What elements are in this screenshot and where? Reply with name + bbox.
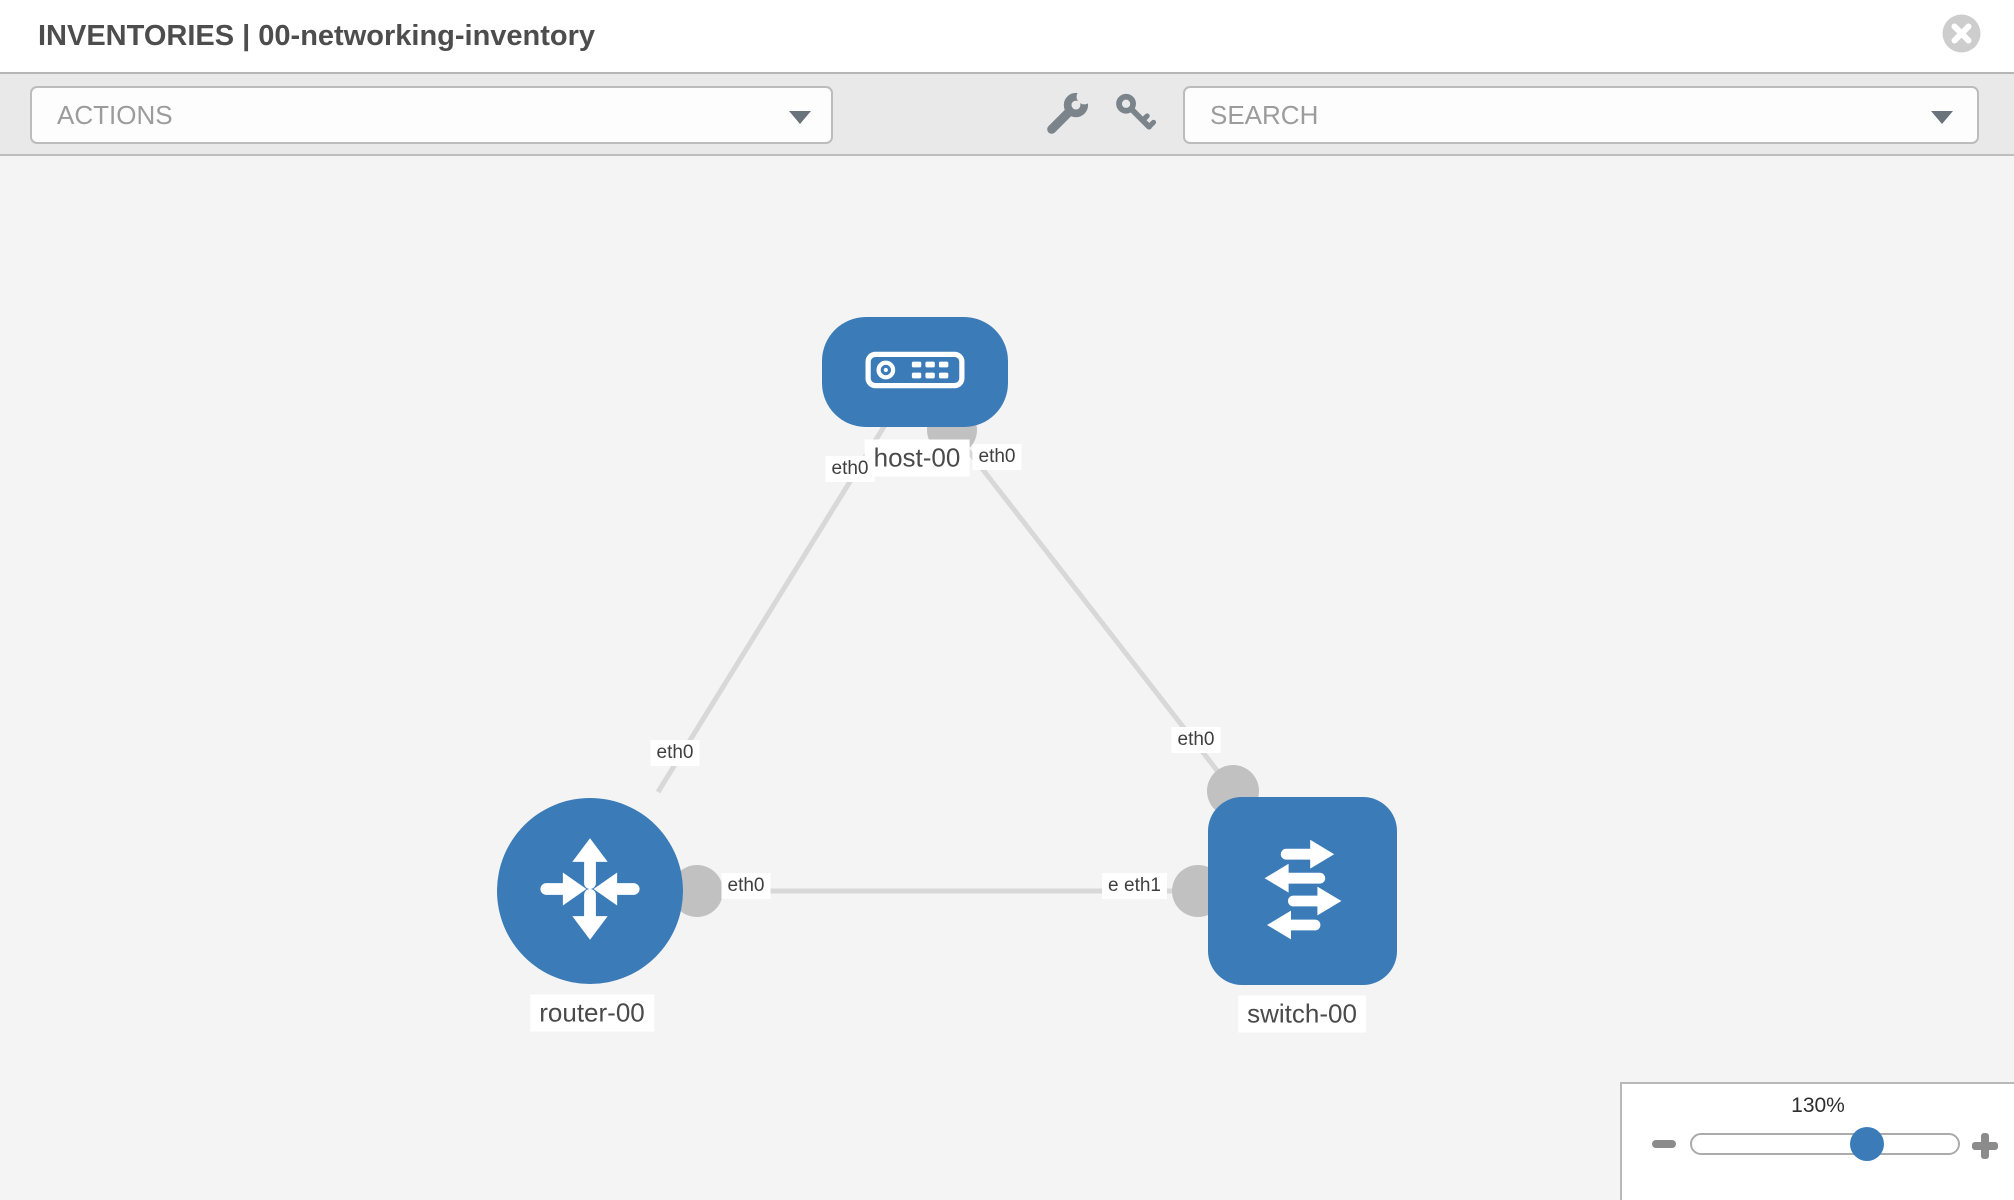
toolbar: ACTIONS SEARCH	[0, 72, 2014, 156]
actions-dropdown[interactable]: ACTIONS	[30, 86, 833, 144]
zoom-slider-track[interactable]	[1690, 1127, 1960, 1161]
node-label-switch-00: switch-00	[1238, 995, 1366, 1033]
zoom-out-button[interactable]	[1652, 1140, 1676, 1148]
switch-icon	[1243, 829, 1363, 954]
interface-label: eth0	[650, 740, 700, 766]
close-button[interactable]	[1942, 14, 1981, 53]
node-router-00[interactable]	[497, 798, 683, 984]
node-label-host-00: host-00	[864, 439, 970, 477]
node-label-router-00: router-00	[530, 994, 654, 1032]
page-title: INVENTORIES | 00-networking-inventory	[38, 20, 596, 52]
interface-label: eth0	[825, 456, 875, 482]
interface-label: eth0	[1171, 727, 1221, 753]
chevron-down-icon	[789, 111, 811, 124]
interface-label: eth1	[1118, 873, 1167, 899]
page-header: INVENTORIES | 00-networking-inventory	[0, 0, 2014, 72]
close-icon	[1942, 14, 1981, 57]
interface-label: eth0	[721, 873, 771, 899]
zoom-level-value: 130%	[1791, 1094, 1845, 1117]
zoom-slider-thumb[interactable]	[1850, 1127, 1884, 1161]
node-switch-00[interactable]	[1208, 797, 1397, 985]
link-router-host	[655, 423, 888, 794]
search-dropdown-label: SEARCH	[1210, 100, 1319, 130]
configure-button[interactable]	[1044, 89, 1092, 137]
host-icon	[865, 351, 965, 394]
actions-dropdown-label: ACTIONS	[57, 100, 173, 130]
zoom-control-panel: 130%	[1620, 1082, 2014, 1200]
chevron-down-icon	[1931, 111, 1953, 124]
plus-icon	[1981, 1133, 1989, 1159]
key-icon	[1112, 93, 1158, 141]
search-dropdown[interactable]: SEARCH	[1183, 86, 1979, 144]
wrench-icon	[1044, 89, 1092, 141]
links-layer	[655, 405, 1259, 917]
router-icon	[531, 830, 649, 953]
interface-connector-dot	[671, 865, 723, 917]
zoom-in-button[interactable]	[1970, 1131, 2000, 1161]
credentials-button[interactable]	[1112, 91, 1158, 137]
node-host-00[interactable]	[822, 317, 1008, 427]
interface-label: eth0	[972, 444, 1022, 470]
topology-canvas[interactable]: host-00 router-00 switch-00 eth0 eth0 et…	[0, 156, 2014, 1200]
